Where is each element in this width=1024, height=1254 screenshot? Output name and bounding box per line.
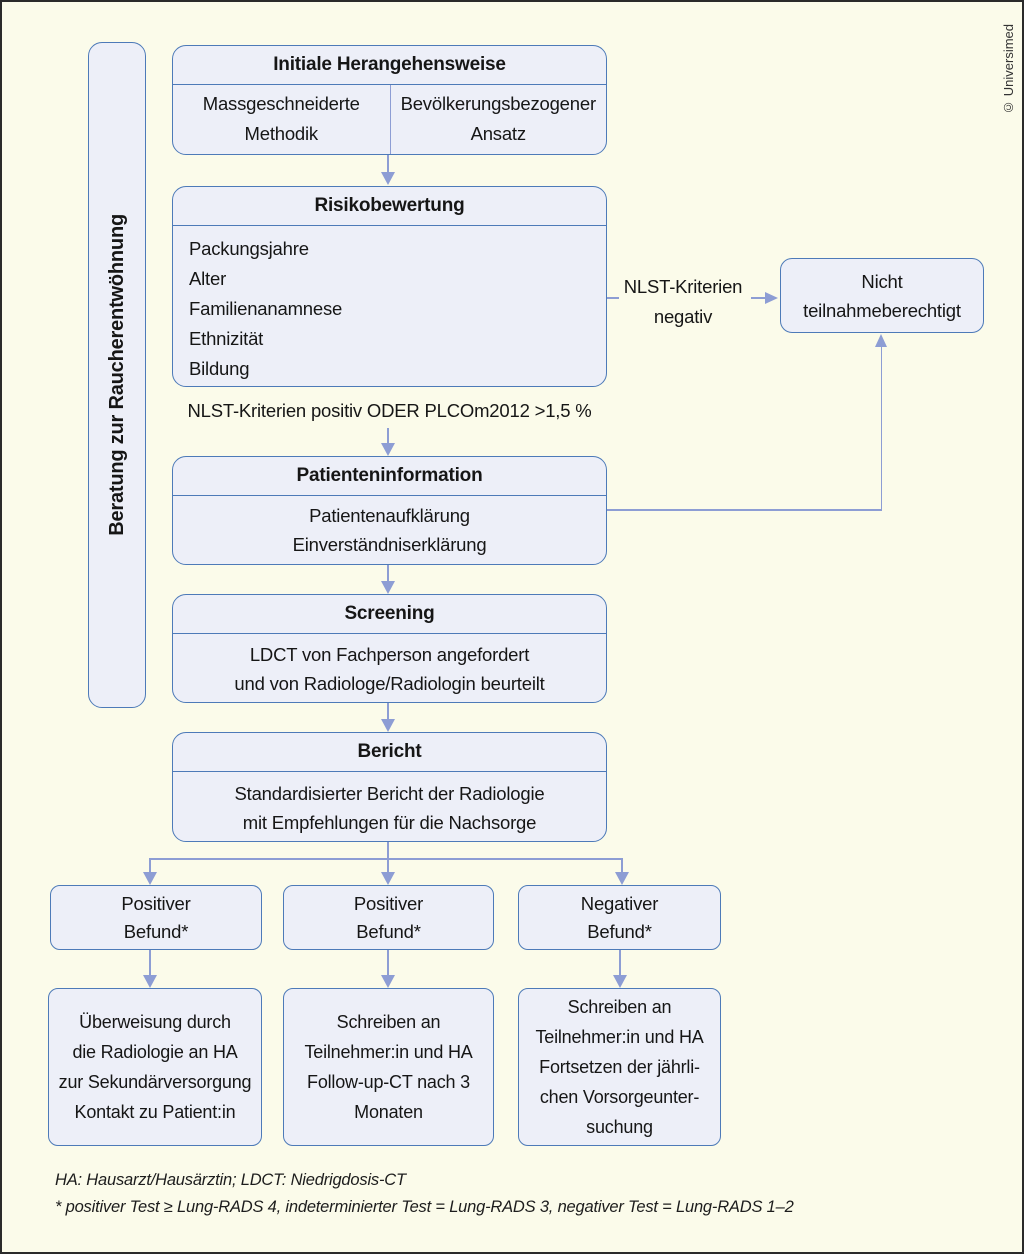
connector-initial-to-risk xyxy=(387,155,389,173)
connector-branch-right xyxy=(621,858,623,873)
nlst-negative-label: NLST-Kriterien negativ xyxy=(612,272,754,332)
footnotes: HA: Hausarzt/Hausärztin; LDCT: Niedrigdo… xyxy=(55,1167,794,1221)
initial-approach-box: Initiale Herangehensweise Massgeschneide… xyxy=(172,45,607,155)
outcome1-line-2: die Radiologie an HA xyxy=(72,1042,238,1062)
connector-branch-left xyxy=(149,858,151,873)
connector-finding3-to-outcome xyxy=(619,950,621,976)
outcome3-line-5: suchung xyxy=(586,1117,653,1137)
patient-information-box: Patienteninformation Patientenaufklärung… xyxy=(172,456,607,565)
finding-box-positive-1: Positiver Befund* xyxy=(50,885,262,950)
population-approach-cell: Bevölkerungsbezogener Ansatz xyxy=(389,85,607,154)
screening-title: Screening xyxy=(173,595,606,634)
outcome1-line-1: Überweisung durch xyxy=(79,1012,231,1032)
arrowhead-branch-left xyxy=(143,872,157,885)
patient-info-line-1: Patientenaufklärung xyxy=(309,505,470,526)
arrowhead-finding3-to-outcome xyxy=(613,975,627,988)
screening-box: Screening LDCT von Fachperson angeforder… xyxy=(172,594,607,703)
arrowhead-risk-to-patientinfo xyxy=(381,443,395,456)
arrowhead-to-noteligible xyxy=(765,292,778,304)
screening-line-2: und von Radiologe/Radiologin beurteilt xyxy=(234,673,545,694)
finding2-line-2: Befund* xyxy=(356,921,421,942)
connector-risk-to-patientinfo xyxy=(387,428,389,444)
connector-report-stem xyxy=(387,842,389,859)
connector-nlst-to-noteligible xyxy=(751,297,766,299)
outcome2-line-2: Teilnehmer:in und HA xyxy=(304,1042,473,1062)
population-line-2: Ansatz xyxy=(470,123,527,144)
connector-patientinfo-to-screening xyxy=(387,565,389,582)
outcome3-line-2: Teilnehmer:in und HA xyxy=(535,1027,704,1047)
arrowhead-initial-to-risk xyxy=(381,172,395,185)
arrowhead-branch-right xyxy=(615,872,629,885)
outcome2-line-3: Follow-up-CT nach 3 xyxy=(307,1072,470,1092)
risk-factor-age: Alter xyxy=(189,268,227,289)
finding3-line-2: Befund* xyxy=(587,921,652,942)
arrowhead-branch-center xyxy=(381,872,395,885)
connector-finding1-to-outcome xyxy=(149,950,151,976)
connector-patientinfo-vertical xyxy=(880,346,882,510)
tailored-method-cell: Massgeschneiderte Methodik xyxy=(173,85,390,154)
screening-line-1: LDCT von Fachperson angefordert xyxy=(249,644,530,665)
smoking-cessation-label: Beratung zur Raucherentwöhnung xyxy=(105,214,128,536)
arrowhead-finding2-to-outcome xyxy=(381,975,395,988)
risk-factor-education: Bildung xyxy=(189,358,250,379)
outcome3-line-4: chen Vorsorgeunter- xyxy=(539,1087,700,1107)
initial-approach-title: Initiale Herangehensweise xyxy=(173,46,606,85)
nlst-positive-label: NLST-Kriterien positiv ODER PLCOm2012 >1… xyxy=(187,400,592,421)
nlst-negative-line-1: NLST-Kriterien xyxy=(623,276,743,297)
outcome2-line-1: Schreiben an xyxy=(336,1012,441,1032)
arrowhead-screening-to-report xyxy=(381,719,395,732)
risk-assessment-title: Risikobewertung xyxy=(173,187,606,226)
outcome1-line-4: Kontakt zu Patient:in xyxy=(74,1102,236,1122)
finding1-line-2: Befund* xyxy=(123,921,189,942)
outcome-box-annual-screening: Schreiben an Teilnehmer:in und HA Fortse… xyxy=(518,988,721,1146)
finding3-line-1: Negativer xyxy=(580,893,659,914)
not-eligible-line-1: Nicht xyxy=(861,271,903,292)
arrowhead-patientinfo-to-screening xyxy=(381,581,395,594)
connector-patientinfo-horizontal xyxy=(607,509,882,511)
outcome3-line-1: Schreiben an xyxy=(567,997,672,1017)
patient-information-title: Patienteninformation xyxy=(173,457,606,496)
connector-branch-center xyxy=(387,858,389,873)
report-line-1: Standardisierter Bericht der Radiologie xyxy=(234,783,545,804)
not-eligible-box: Nicht teilnahmeberechtigt xyxy=(780,258,984,333)
connector-finding2-to-outcome xyxy=(387,950,389,976)
finding-box-negative: Negativer Befund* xyxy=(518,885,721,950)
connector-branch-horizontal xyxy=(149,858,623,860)
arrowhead-up-to-noteligible xyxy=(875,334,887,347)
smoking-cessation-bar: Beratung zur Raucherentwöhnung xyxy=(88,42,146,708)
finding-box-positive-2: Positiver Befund* xyxy=(283,885,494,950)
footnote-abbreviations: HA: Hausarzt/Hausärztin; LDCT: Niedrigdo… xyxy=(55,1171,406,1189)
outcome-box-referral: Überweisung durch die Radiologie an HA z… xyxy=(48,988,262,1146)
copyright-label: © Universimed xyxy=(998,23,1018,115)
outcome-box-followup-ct: Schreiben an Teilnehmer:in und HA Follow… xyxy=(283,988,494,1146)
connector-risk-to-nlst-label xyxy=(607,297,619,299)
connector-screening-to-report xyxy=(387,703,389,720)
risk-factor-pack-years: Packungsjahre xyxy=(189,238,309,259)
footnote-lungrads: * positiver Test ≥ Lung-RADS 4, indeterm… xyxy=(55,1198,794,1216)
finding2-line-1: Positiver xyxy=(353,893,424,914)
arrowhead-finding1-to-outcome xyxy=(143,975,157,988)
report-title: Bericht xyxy=(173,733,606,772)
not-eligible-line-2: teilnahmeberechtigt xyxy=(803,300,961,321)
risk-factor-family-history: Familienanamnese xyxy=(189,298,343,319)
risk-assessment-box: Risikobewertung Packungsjahre Alter Fami… xyxy=(172,186,607,387)
report-line-2: mit Empfehlungen für die Nachsorge xyxy=(242,812,537,833)
finding1-line-1: Positiver xyxy=(121,893,191,914)
outcome2-line-4: Monaten xyxy=(354,1102,423,1122)
population-line-1: Bevölkerungsbezogener xyxy=(400,93,597,114)
report-box: Bericht Standardisierter Bericht der Rad… xyxy=(172,732,607,842)
outcome3-line-3: Fortsetzen der jährli- xyxy=(539,1057,700,1077)
tailored-line-1: Massgeschneiderte xyxy=(202,93,360,114)
nlst-negative-line-2: negativ xyxy=(653,306,713,327)
copyright-text: © Universimed xyxy=(1000,23,1016,115)
tailored-line-2: Methodik xyxy=(244,123,319,144)
risk-factor-ethnicity: Ethnizität xyxy=(189,328,264,349)
patient-info-line-2: Einverständniserklärung xyxy=(292,534,487,555)
outcome1-line-3: zur Sekundärversorgung xyxy=(58,1072,252,1092)
